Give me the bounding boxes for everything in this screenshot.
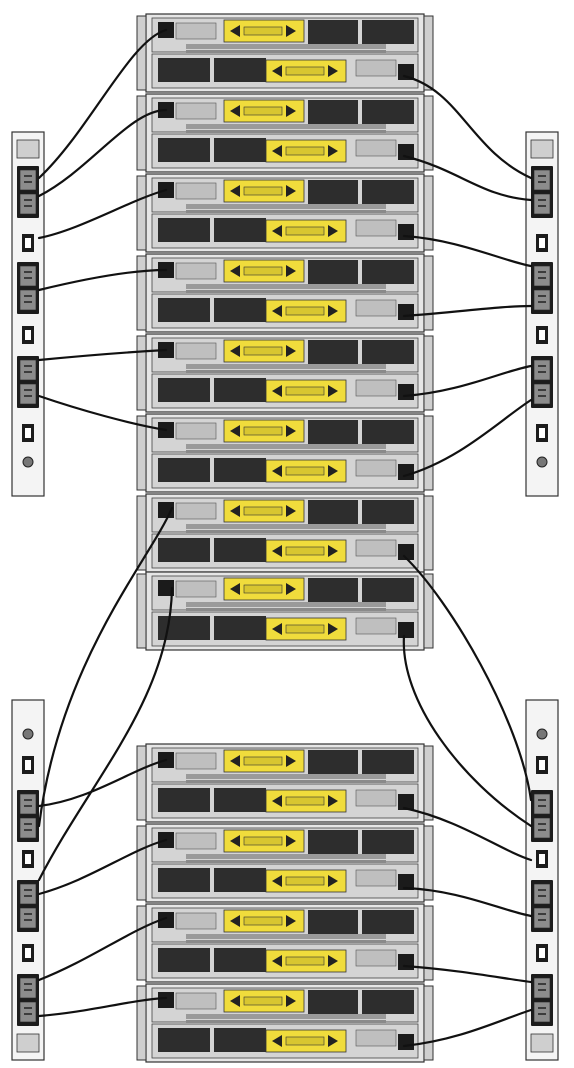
rack-lower <box>136 743 434 1063</box>
pdu-lower-right <box>525 699 559 1061</box>
power-cables <box>37 28 533 1048</box>
pdu-upper-left <box>11 131 45 497</box>
pdu-upper-right <box>525 131 559 497</box>
rack-upper <box>136 13 434 651</box>
